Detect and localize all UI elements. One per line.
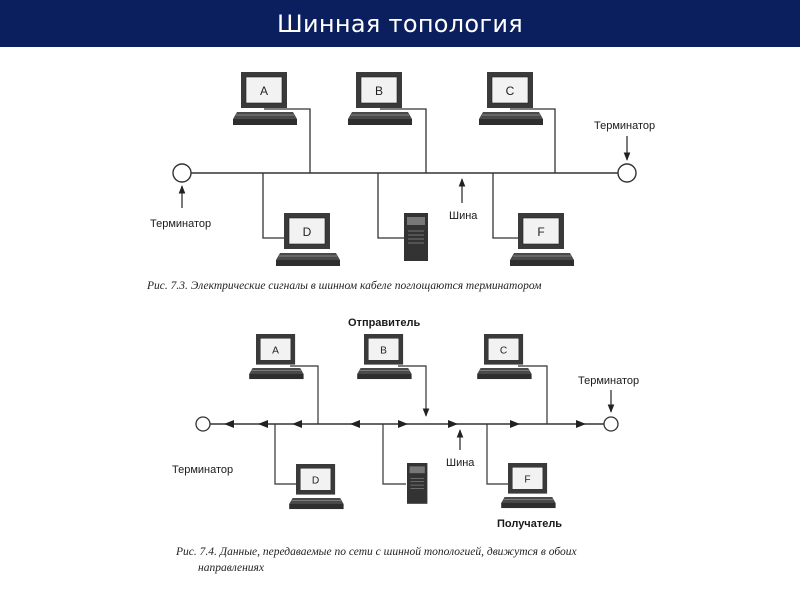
svg-text:A: A: [260, 84, 268, 98]
figure-caption-line2: направлениях: [198, 562, 265, 574]
computer-c: C: [478, 71, 544, 126]
svg-text:F: F: [524, 475, 530, 486]
computer-a: A: [248, 333, 305, 380]
svg-text:F: F: [537, 225, 544, 239]
computer-b-sender: B: [356, 333, 413, 380]
terminator-left-label: Терминатор: [172, 464, 233, 476]
svg-text:A: A: [272, 346, 279, 357]
terminator-right: [603, 416, 619, 432]
server-icon: [406, 462, 428, 505]
computer-a: A: [232, 71, 298, 126]
bus-label: Шина: [446, 457, 475, 469]
terminator-right-label: Терминатор: [594, 120, 655, 132]
figure-caption: Рис. 7.3. Электрические сигналы в шинном…: [146, 280, 542, 292]
slide-title: Шинная топология: [277, 9, 523, 38]
svg-text:B: B: [380, 346, 387, 357]
svg-text:C: C: [506, 84, 515, 98]
computer-d: D: [275, 212, 341, 267]
svg-text:D: D: [312, 476, 319, 487]
figure-7-3: A B C D F Терминатор Терминатор Шина Рис…: [146, 71, 655, 292]
sender-label: Отправитель: [348, 317, 420, 329]
receiver-label: Получатель: [497, 518, 562, 530]
terminator-left: [172, 163, 192, 183]
terminator-right: [617, 163, 637, 183]
server-icon: [403, 212, 429, 262]
computer-b: B: [347, 71, 413, 126]
terminator-left: [195, 416, 211, 432]
bus-label: Шина: [449, 210, 478, 222]
bus-topology-diagrams: A B C D F Терминатор Терминатор Шина Рис…: [146, 71, 655, 574]
bus-direction-arrows: [224, 420, 586, 428]
computer-f: F: [509, 212, 575, 267]
svg-text:D: D: [303, 225, 312, 239]
figure-caption-line1: Рис. 7.4. Данные, передаваемые по сети с…: [175, 545, 577, 558]
slide-header: Шинная топология: [0, 0, 800, 47]
computer-f-receiver: F: [500, 462, 557, 509]
figure-7-4: A B C D F Отправитель Получатель Термина…: [172, 317, 639, 574]
svg-text:C: C: [500, 346, 507, 357]
computer-c: C: [476, 333, 533, 380]
svg-text:B: B: [375, 84, 383, 98]
computer-d: D: [288, 463, 345, 510]
terminator-right-label: Терминатор: [578, 375, 639, 387]
terminator-left-label: Терминатор: [150, 218, 211, 230]
